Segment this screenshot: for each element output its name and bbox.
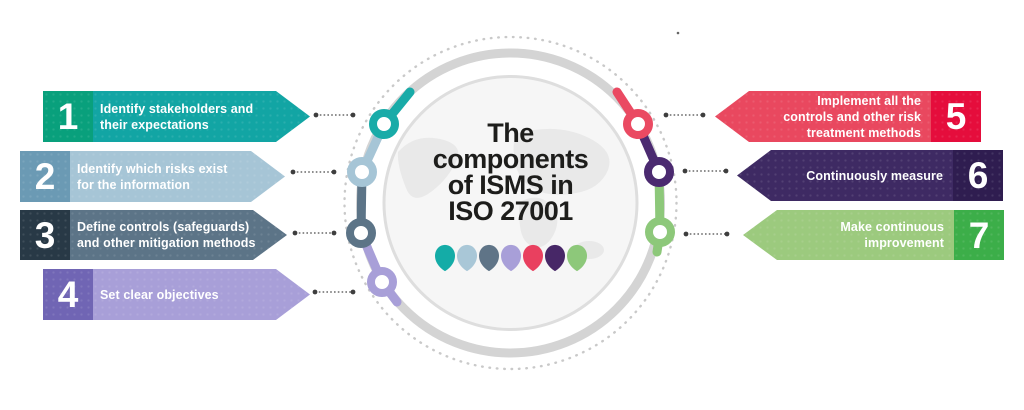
connector-lines [293, 114, 727, 293]
step-number-6: 6 [967, 155, 989, 196]
step-number-tab-6: 6 [953, 150, 1003, 201]
step-number-3: 3 [34, 214, 56, 256]
step-banner-7: 7 Make continuous improvement [743, 210, 1004, 260]
step-banner-3: 3 Define controls (safeguards) and other… [20, 210, 287, 260]
step-label-5: Implement all the controls and other ris… [783, 93, 921, 140]
step-label-1: Identify stakeholders and their expectat… [100, 101, 254, 132]
node-step-7 [645, 217, 675, 247]
drop-icon-2 [456, 244, 477, 272]
node-step-4 [367, 267, 397, 297]
step-banner-6: 6 Continuously measure [737, 150, 1003, 201]
step-banner-1: 1 Identify stakeholders and their expect… [43, 91, 310, 142]
step-number-7: 7 [968, 214, 990, 256]
drop-icon-6 [544, 244, 565, 272]
node-step-3 [346, 218, 376, 248]
drop-icon-7 [566, 244, 587, 272]
title-line-1: The [487, 118, 534, 148]
step-label-7: Make continuous improvement [840, 220, 944, 250]
step-banner-5: 5 Implement all the controls and other r… [715, 91, 981, 142]
step-number-2: 2 [34, 156, 56, 197]
step-number-tab-3: 3 [20, 210, 70, 260]
title-line-3: of ISMS in [447, 170, 574, 200]
step-banner-2: 2 Identify which risks exist for the inf… [20, 151, 285, 202]
step-number-tab-2: 2 [20, 151, 70, 202]
step-label-2: Identify which risks exist for the infor… [77, 161, 228, 192]
connector-dots [290, 112, 730, 295]
diagram-title: The components of ISMS in ISO 27001 [385, 118, 636, 226]
step-label-4: Set clear objectives [100, 287, 219, 302]
step-number-tab-4: 4 [43, 269, 93, 320]
step-number-1: 1 [57, 96, 79, 137]
node-step-2 [347, 157, 377, 187]
chain-nodes [346, 109, 675, 297]
step-label-3: Define controls (safeguards) and other m… [77, 220, 256, 250]
speck-dot [676, 31, 680, 35]
node-step-6 [644, 157, 674, 187]
step-label-6: Continuously measure [806, 168, 943, 183]
world-map [397, 128, 610, 259]
drop-icon-5 [522, 244, 543, 272]
drop-icon-3 [478, 244, 499, 272]
color-drops-row [385, 244, 636, 272]
drop-icon-1 [434, 244, 455, 272]
title-line-2: components [432, 144, 589, 174]
node-step-1 [369, 109, 399, 139]
title-line-4: ISO 27001 [448, 196, 573, 226]
node-step-5 [623, 109, 653, 139]
outer-dotted-circle [343, 35, 678, 371]
step-banner-4: 4 Set clear objectives [43, 269, 310, 320]
step-number-4: 4 [57, 274, 79, 315]
step-number-tab-1: 1 [43, 91, 93, 142]
step-number-tab-7: 7 [954, 210, 1004, 260]
drop-icon-4 [500, 244, 521, 272]
step-number-tab-5: 5 [931, 91, 981, 142]
step-number-5: 5 [945, 96, 967, 137]
